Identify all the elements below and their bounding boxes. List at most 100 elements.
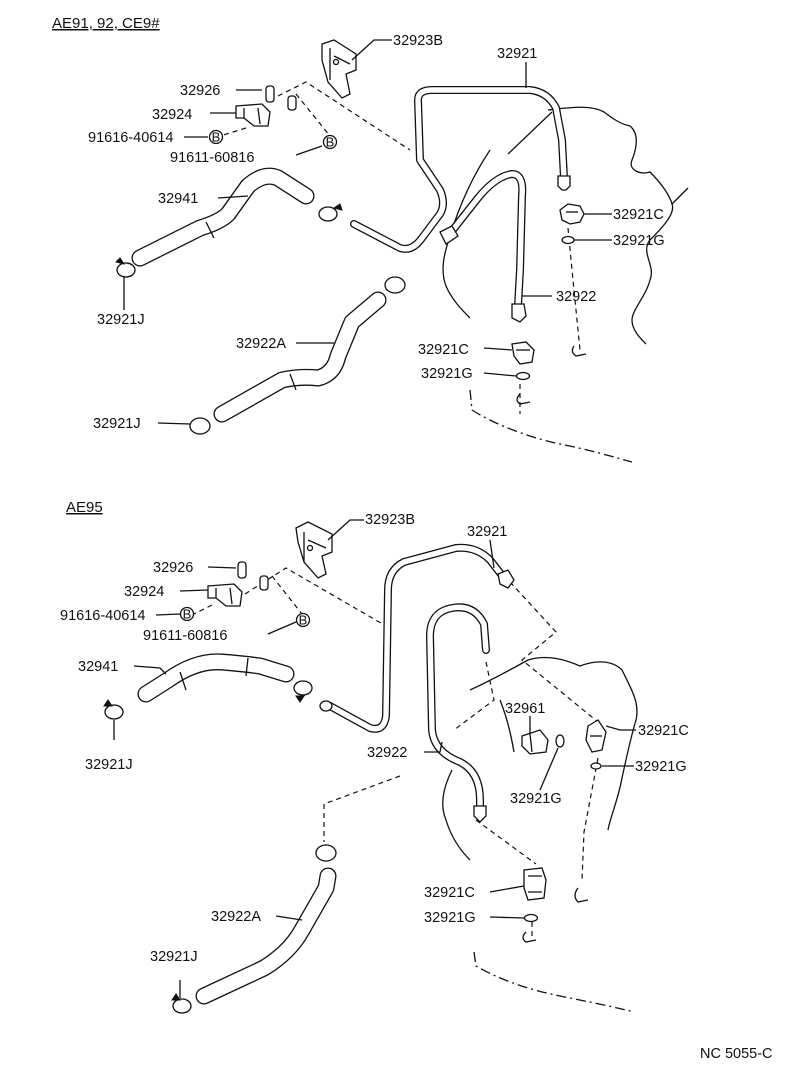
label-32924: 32924	[124, 584, 164, 600]
seat-mark	[516, 393, 531, 405]
bracket-hole	[332, 58, 340, 66]
grommet-spare	[287, 95, 297, 111]
hose-clamp	[384, 276, 406, 294]
guide-line	[581, 757, 599, 881]
grommet-32926	[265, 85, 275, 103]
engine-curve	[671, 187, 689, 205]
valve-32961	[521, 729, 549, 755]
label-32921g-lower: 32921G	[424, 910, 476, 926]
fitting-32921c-upper	[559, 203, 585, 225]
guide-line	[453, 661, 495, 731]
guide-line	[269, 81, 411, 151]
bracket-32923b	[321, 39, 357, 99]
engine-outline-2	[441, 769, 471, 861]
grommet-spare	[259, 575, 269, 591]
label-32921j-upper: 32921J	[85, 757, 133, 773]
pipe-32921	[326, 543, 515, 733]
clamp-detail	[215, 587, 233, 605]
engine-outline-3	[499, 699, 515, 753]
label-32921c-lower: 32921C	[424, 885, 475, 901]
hose-clamp	[116, 262, 136, 278]
washer-32921g-right	[590, 762, 602, 770]
clamp-32924	[235, 103, 271, 127]
section-heading: AE95	[66, 499, 103, 516]
label-32922a: 32922A	[236, 336, 286, 352]
clamp-tab	[115, 257, 126, 265]
hose-clamp	[172, 998, 192, 1014]
hose-clamp	[104, 704, 124, 720]
engine-outline-2	[442, 149, 491, 319]
label-32926: 32926	[153, 560, 193, 576]
hose-32922a	[195, 867, 337, 1005]
pipe-end	[319, 700, 333, 712]
grommet-32926	[237, 561, 247, 579]
bolt-marker-91611: B	[322, 135, 338, 150]
seat-mark	[571, 345, 587, 357]
label-32941: 32941	[78, 659, 118, 675]
label-32921: 32921	[497, 46, 537, 62]
label-32922: 32922	[367, 745, 407, 761]
seat-mark	[522, 931, 537, 943]
hose-32941	[137, 653, 295, 703]
fitting-32921c-lower	[511, 341, 535, 365]
hose-clamp	[315, 844, 337, 862]
clamp-tab	[332, 203, 343, 211]
label-91611-60816: 91611-60816	[143, 628, 227, 644]
leader-lines	[123, 39, 612, 425]
clamp-detail	[243, 107, 261, 125]
label-32941: 32941	[158, 191, 198, 207]
leader-lines	[113, 519, 636, 998]
label-32921g-lower: 32921G	[421, 366, 473, 382]
fitting-32921c-lower	[523, 867, 547, 901]
clamp-tab	[295, 695, 305, 703]
pipe-32922	[426, 603, 490, 823]
hose-clamp	[189, 417, 211, 435]
label-32921g-middle: 32921G	[510, 791, 562, 807]
bolt-marker-letter: B	[299, 613, 308, 628]
pipe-32922	[439, 170, 527, 323]
seat-mark	[574, 887, 589, 903]
bracket-hole	[306, 544, 314, 552]
washer-32921g-lower	[523, 913, 539, 923]
label-32921j-lower: 32921J	[93, 416, 141, 432]
bolt-marker-letter: B	[183, 607, 192, 622]
clamp-32924	[207, 583, 243, 607]
guide-line	[219, 127, 247, 137]
label-32926: 32926	[180, 83, 220, 99]
bolt-marker-91611: B	[295, 613, 311, 628]
washer-32921g-upper	[561, 235, 575, 245]
label-32922: 32922	[556, 289, 596, 305]
bolt-marker-letter: B	[326, 135, 335, 150]
bracket-fold	[329, 48, 351, 80]
label-32961: 32961	[505, 701, 545, 717]
guide-line	[323, 775, 401, 842]
hose-32941	[131, 167, 315, 267]
hose-clamp	[318, 206, 338, 222]
label-32924: 32924	[152, 107, 192, 123]
guide-line	[244, 567, 387, 627]
label-32923b: 32923B	[393, 33, 443, 49]
bolt-marker-91616: B	[179, 607, 195, 622]
section-ae91-92-ce9: AE91, 92, CE9# B B	[52, 15, 689, 463]
bracket-fold	[303, 532, 327, 562]
label-91611-60816: 91611-60816	[170, 150, 254, 166]
section-ae95: AE95 B B	[60, 499, 689, 1014]
engine-outline	[547, 106, 674, 345]
section-heading: AE91, 92, CE9#	[52, 15, 160, 32]
label-32921j-lower: 32921J	[150, 949, 198, 965]
label-32923b: 32923B	[365, 512, 415, 528]
label-32921g-upper: 32921G	[613, 233, 665, 249]
bolt-marker-letter: B	[212, 130, 221, 145]
label-32921: 32921	[467, 524, 507, 540]
bracket-32923b	[295, 521, 333, 579]
label-32921c-right: 32921C	[638, 723, 689, 739]
label-32921j-upper: 32921J	[97, 312, 145, 328]
washer-32961	[555, 734, 565, 748]
engine-outline	[469, 656, 638, 831]
washer-32921g-lower	[515, 371, 531, 381]
label-91616-40614: 91616-40614	[88, 130, 173, 146]
hose-clamp	[293, 680, 313, 696]
clamp-tab	[103, 699, 113, 707]
leader-32921-extra	[507, 111, 553, 155]
